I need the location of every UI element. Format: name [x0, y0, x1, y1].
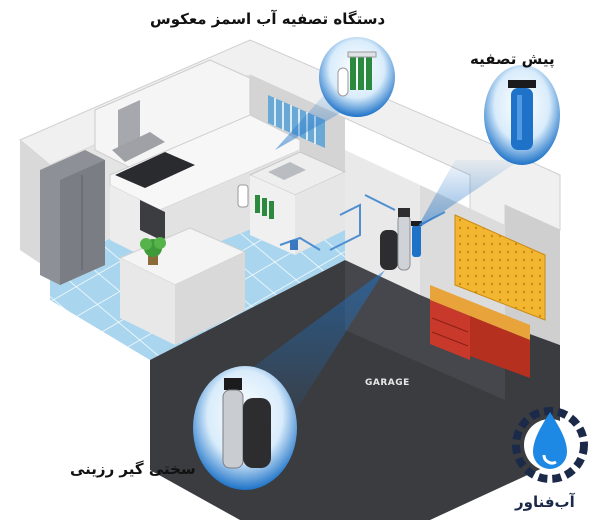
- workbench: [430, 285, 530, 378]
- brand-name: آب‌فناور: [515, 493, 575, 511]
- kitchen-cabinets: [40, 59, 361, 285]
- abfanavar-logo: [512, 407, 588, 483]
- ro-system-label: دستگاه تصفیه آب اسمز معکوس: [150, 10, 386, 28]
- kitchen-island: [118, 227, 247, 345]
- garage-equipment: [364, 194, 446, 271]
- softener-label: سختی گیر رزینی: [70, 460, 196, 478]
- garage-label: GARAGE: [365, 378, 410, 388]
- pre-filter-label: پیش تصفیه: [470, 50, 555, 68]
- pegboard: [454, 214, 546, 321]
- ro-callout: [319, 37, 395, 117]
- garage-wall: [345, 150, 560, 345]
- softener-callout: [193, 366, 297, 490]
- prefilter-callout: [484, 65, 560, 165]
- beam-prefilter: [416, 160, 520, 230]
